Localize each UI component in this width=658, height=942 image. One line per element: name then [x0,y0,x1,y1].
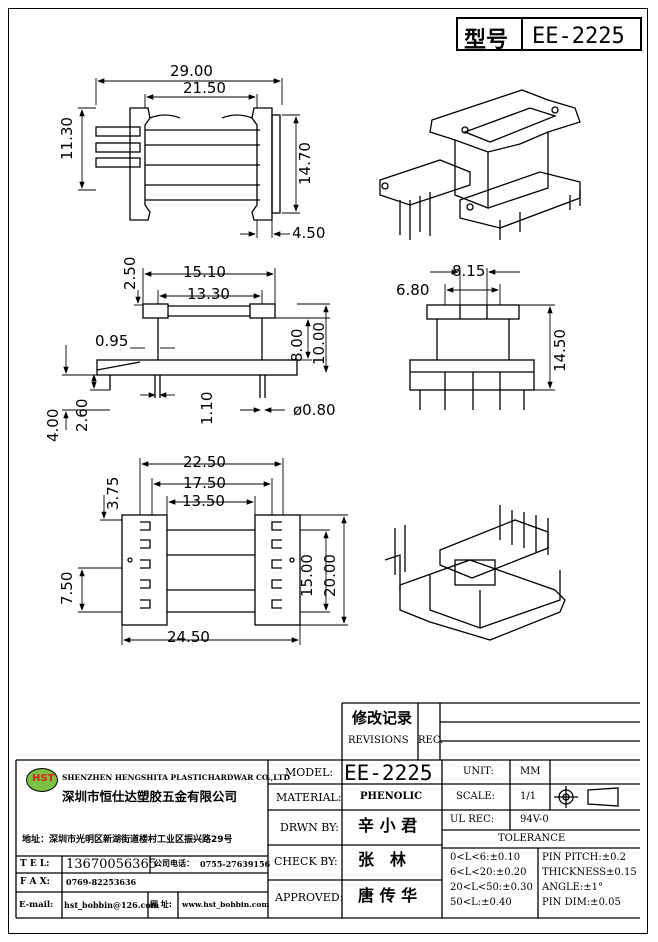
title-box: 型号 EE-2225 [456,17,642,53]
dim-4: 4.00 [44,408,62,442]
web-label: 网 址: [150,900,172,909]
dim-1-1: 1.10 [198,391,216,425]
company-tel-label: 公司电话： [154,859,194,868]
dim-3-75: 3.75 [104,476,122,510]
dim-0-95: 0.95 [95,332,129,350]
scale-label: SCALE: [456,791,496,802]
email-value: hst_bobbin@126.com [64,900,160,910]
fax-value: 0769-82253636 [66,877,137,887]
scale-value: 1/1 [520,791,537,802]
revisions-rec: REC. [418,735,444,746]
dim-14-5: 14.50 [551,329,569,372]
company-tel-value: 0755-27639156 [200,859,271,869]
dim-7-5: 7.50 [58,571,76,605]
material-value: PHENOLIC [360,791,423,802]
side-view [96,303,298,398]
dim-13-3: 13.30 [187,285,230,303]
model-field-label: MODEL: [285,766,334,779]
revisions-title-cn: 修改记录 [352,709,413,727]
unit-label: UNIT: [463,766,494,777]
dim-13-5: 13.50 [182,492,225,510]
check-by-value: 张 林 [358,850,407,869]
tolerance-label: TOLERANCE [498,833,566,844]
isometric-view-top [379,89,581,240]
title-block-lines [15,702,640,919]
company-address: 地址：深圳市光明区新湖街道楼村工业区振兴路29号 [22,835,233,845]
dim-14-7: 14.70 [296,142,314,185]
fax-label: F A X: [20,877,50,887]
ul-value: 94V-0 [520,814,549,825]
dim-8: 8.00 [288,328,306,362]
model-label: 型号 [464,28,509,53]
drawn-by-label: DRWN BY: [280,821,339,834]
model-number: EE-2225 [532,24,625,49]
dim-2-6: 2.60 [73,398,91,432]
tolerance-1: 0<L<6:±0.10 [450,852,521,863]
dim-8-15: 8.15 [452,262,486,280]
dim-4-5: 4.50 [292,224,326,242]
drawing-frame [8,8,648,934]
check-by-label: CHECK BY: [274,855,338,868]
bottom-view [121,514,301,626]
dim-29: 29.00 [170,62,213,80]
dim-6-8: 6.80 [396,281,430,299]
angle-tolerance: ANGLE:±1° [542,882,604,893]
dim-15-1: 15.10 [183,263,226,281]
material-label: MATERIAL: [276,791,342,804]
dim-22-5: 22.50 [183,453,226,471]
pin-pitch-tolerance: PIN PITCH:±0.2 [542,852,626,863]
dim-20: 20.00 [321,554,339,597]
thickness-tolerance: THICKNESS±0.15 [542,867,637,878]
drawn-by-value: 辛 小 君 [358,816,418,835]
tel-label: T E L: [20,859,50,869]
dim-24-5: 24.50 [167,628,210,646]
dim-17-5: 17.50 [183,474,226,492]
dim-pin-diameter: ø0.80 [293,401,336,419]
tolerance-3: 20<L<50:±0.30 [450,882,533,893]
tolerance-2: 6<L<20:±0.20 [450,867,527,878]
tel-value: 13670056365 [66,857,157,872]
ul-label: UL REC: [450,814,495,825]
tolerance-4: 50<L:±0.40 [450,897,512,908]
dim-21-5: 21.50 [183,79,226,97]
dim-11-3: 11.30 [58,117,76,160]
dim-15: 15.00 [298,554,316,597]
email-label: E-mail: [19,900,54,910]
end-view [409,304,535,410]
dim-2-5: 2.50 [121,256,139,290]
unit-value: MM [520,766,541,777]
approved-label: APPROVED: [275,891,344,904]
company-name-en: SHENZHEN HENGSHITA PLASTICHARDWAR CO.,LT… [62,773,290,782]
revisions-title-en: REVISIONS [348,735,409,746]
model-field-value: EE-2225 [344,761,433,785]
front-view [95,107,281,221]
pin-dim-tolerance: PIN DIM:±0.05 [542,897,621,908]
company-logo: HST [26,768,58,792]
web-value: www.hst_bobbin.com [182,900,270,909]
dim-10: 10.00 [310,322,328,365]
isometric-view-bottom [384,505,566,641]
company-name-cn: 深圳市恒仕达塑胶五金有限公司 [62,789,238,804]
approved-value: 唐 传 华 [358,886,418,905]
